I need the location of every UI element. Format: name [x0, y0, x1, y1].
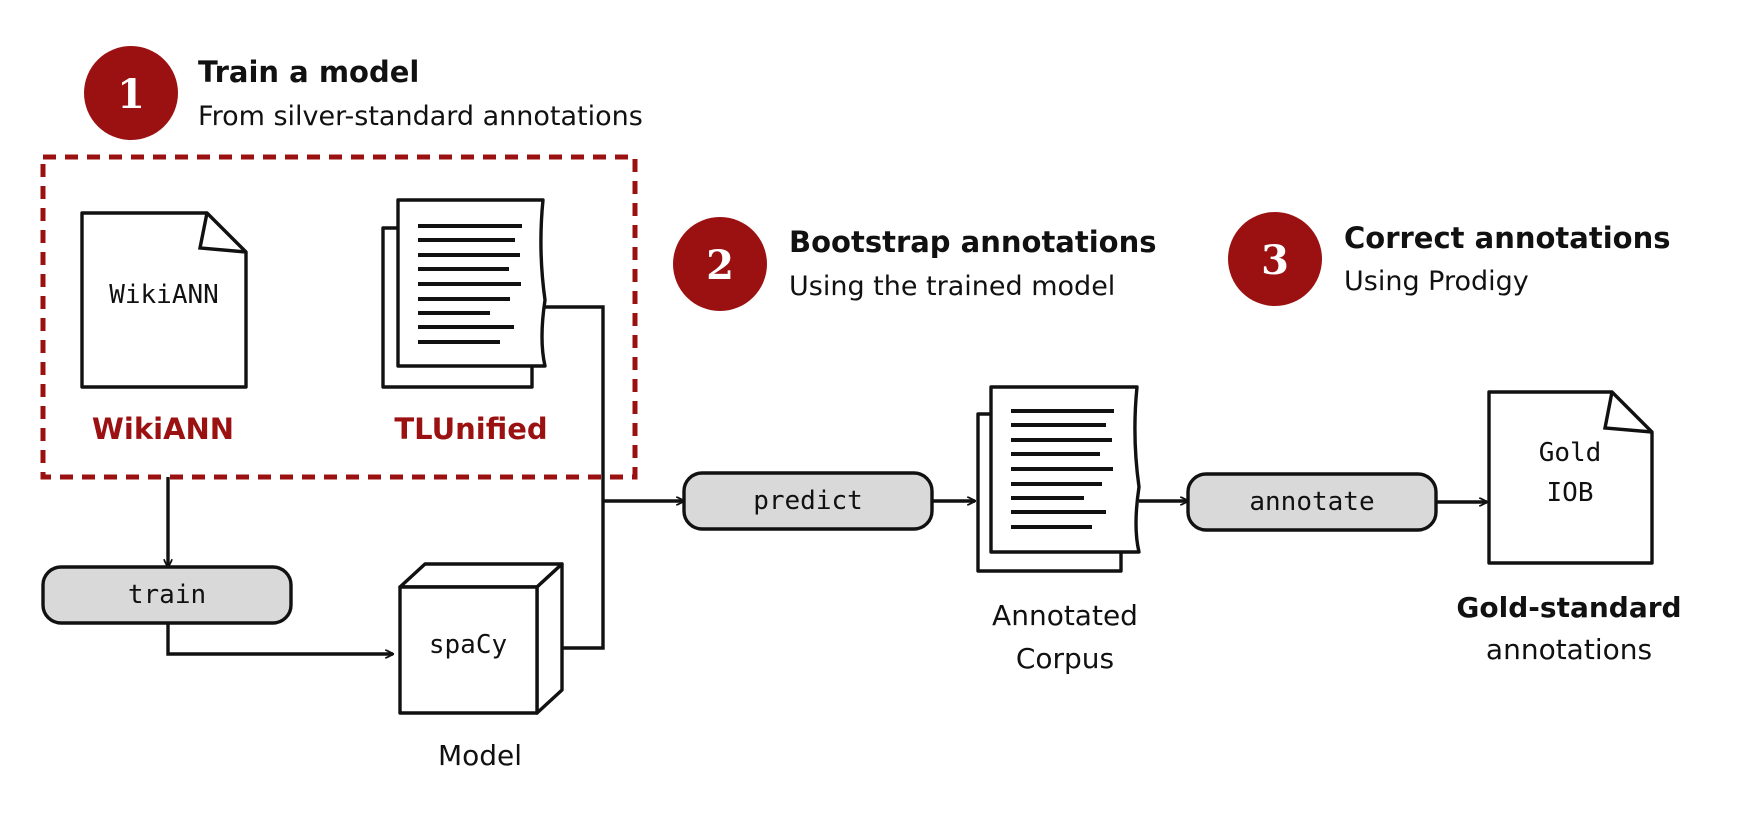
- step-2: 2 Bootstrap annotations Using the traine…: [673, 217, 1157, 311]
- step-1-title: Train a model: [198, 55, 419, 89]
- text-lines-icon: [1011, 409, 1114, 529]
- train-pill: [41, 565, 293, 625]
- annotated-corpus-documents: [976, 385, 1141, 573]
- gold-caption-bold: Gold-standard: [1456, 591, 1681, 624]
- gold-iob-document: Gold IOB: [1487, 390, 1654, 565]
- step-3-badge: [1228, 212, 1322, 306]
- step-3: 3 Correct annotations Using Prodigy: [1228, 212, 1670, 306]
- step-3-subtitle: Using Prodigy: [1344, 266, 1529, 297]
- step-1-badge: [84, 46, 178, 140]
- spacy-model-cube: spaCy: [398, 562, 564, 715]
- step-3-title: Correct annotations: [1344, 221, 1670, 255]
- step-3-number: 3: [1261, 237, 1289, 284]
- silver-standard-group: [40, 154, 638, 480]
- train-step: train: [41, 565, 293, 625]
- model-caption: Model: [438, 739, 522, 772]
- corpus-caption-line2: Corpus: [1016, 642, 1114, 675]
- gold-doc-line2: IOB: [1547, 478, 1594, 508]
- wikiann-doc-text: WikiANN: [109, 280, 219, 310]
- wikiann-document: WikiANN: [80, 211, 248, 389]
- tlunified-documents: [381, 198, 547, 389]
- corpus-caption-line1: Annotated: [992, 599, 1138, 632]
- connector-tlunified-model: [545, 305, 605, 650]
- model-box-text: spaCy: [429, 630, 507, 660]
- train-label: train: [128, 580, 206, 610]
- predict-label: predict: [753, 486, 863, 516]
- arrow-train-to-model: [166, 623, 393, 654]
- predict-step: predict: [682, 471, 934, 531]
- wikiann-label: WikiANN: [92, 412, 234, 446]
- tlunified-label: TLUnified: [394, 412, 547, 446]
- step-1-subtitle: From silver-standard annotations: [198, 101, 643, 132]
- text-lines-icon: [418, 224, 522, 344]
- step-2-title: Bootstrap annotations: [789, 225, 1157, 259]
- annotate-step: annotate: [1186, 472, 1438, 532]
- annotate-label: annotate: [1249, 487, 1374, 517]
- gold-caption-rest: annotations: [1486, 633, 1652, 666]
- gold-doc-line1: Gold: [1539, 438, 1602, 468]
- step-1-number: 1: [117, 71, 145, 118]
- step-1: 1 Train a model From silver-standard ann…: [84, 46, 643, 140]
- step-2-badge: [673, 217, 767, 311]
- step-2-number: 2: [706, 242, 734, 289]
- step-2-subtitle: Using the trained model: [789, 271, 1115, 302]
